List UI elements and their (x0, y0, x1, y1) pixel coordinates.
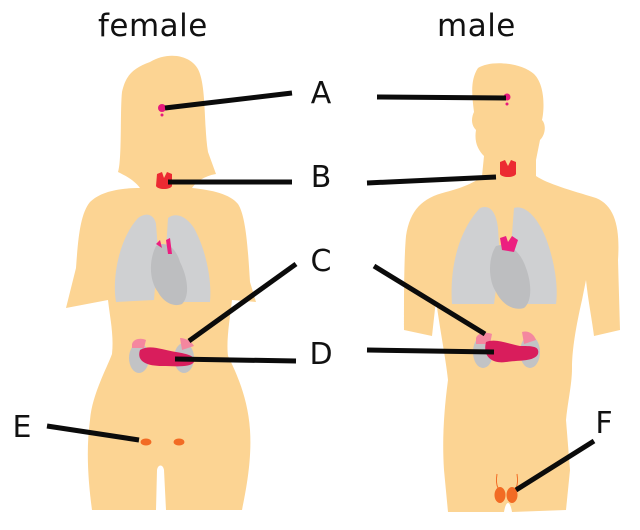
leader-lines (46, 90, 596, 493)
female-title: female (98, 8, 208, 44)
female-adrenal-right (180, 338, 194, 350)
male-lungs-left (451, 206, 500, 304)
leader-line-a-female (164, 90, 293, 111)
female-figure (66, 55, 256, 510)
male-title: male (437, 8, 516, 44)
label-f: F (595, 406, 613, 441)
leader-line-c-male (372, 263, 487, 337)
leader-line-e-female (46, 423, 140, 443)
male-pancreas (485, 340, 539, 363)
male-pituitary-stalk (505, 102, 509, 106)
leader-line-c-female (187, 261, 298, 344)
label-e: E (12, 410, 32, 445)
male-testis-right (506, 487, 518, 503)
female-lungs-left (114, 214, 158, 302)
female-ovary-right (173, 438, 185, 446)
female-ovary-left (140, 438, 152, 446)
male-testis-left (494, 487, 506, 503)
leader-line-b-male (366, 174, 497, 186)
leader-line-a-male (376, 94, 507, 101)
female-heart (150, 243, 188, 306)
male-adrenal-right (522, 331, 536, 344)
female-thymus (156, 238, 172, 254)
leader-line-f-male (514, 438, 596, 493)
label-c: C (310, 244, 332, 279)
female-pituitary-gland (158, 104, 166, 112)
female-adrenal-left (132, 338, 146, 348)
female-thyroid-gland (156, 172, 172, 189)
leader-line-d-male (366, 347, 495, 355)
male-thyroid-gland (500, 160, 516, 177)
male-heart (490, 244, 531, 309)
male-spermatic-cord-left (495, 473, 499, 489)
male-thymus (500, 236, 518, 252)
label-a: A (310, 76, 332, 111)
label-d: D (309, 337, 333, 372)
male-adrenal-left (476, 332, 492, 344)
leader-line-d-female (174, 356, 297, 364)
label-b: B (310, 160, 332, 195)
female-pituitary-stalk (160, 113, 164, 117)
